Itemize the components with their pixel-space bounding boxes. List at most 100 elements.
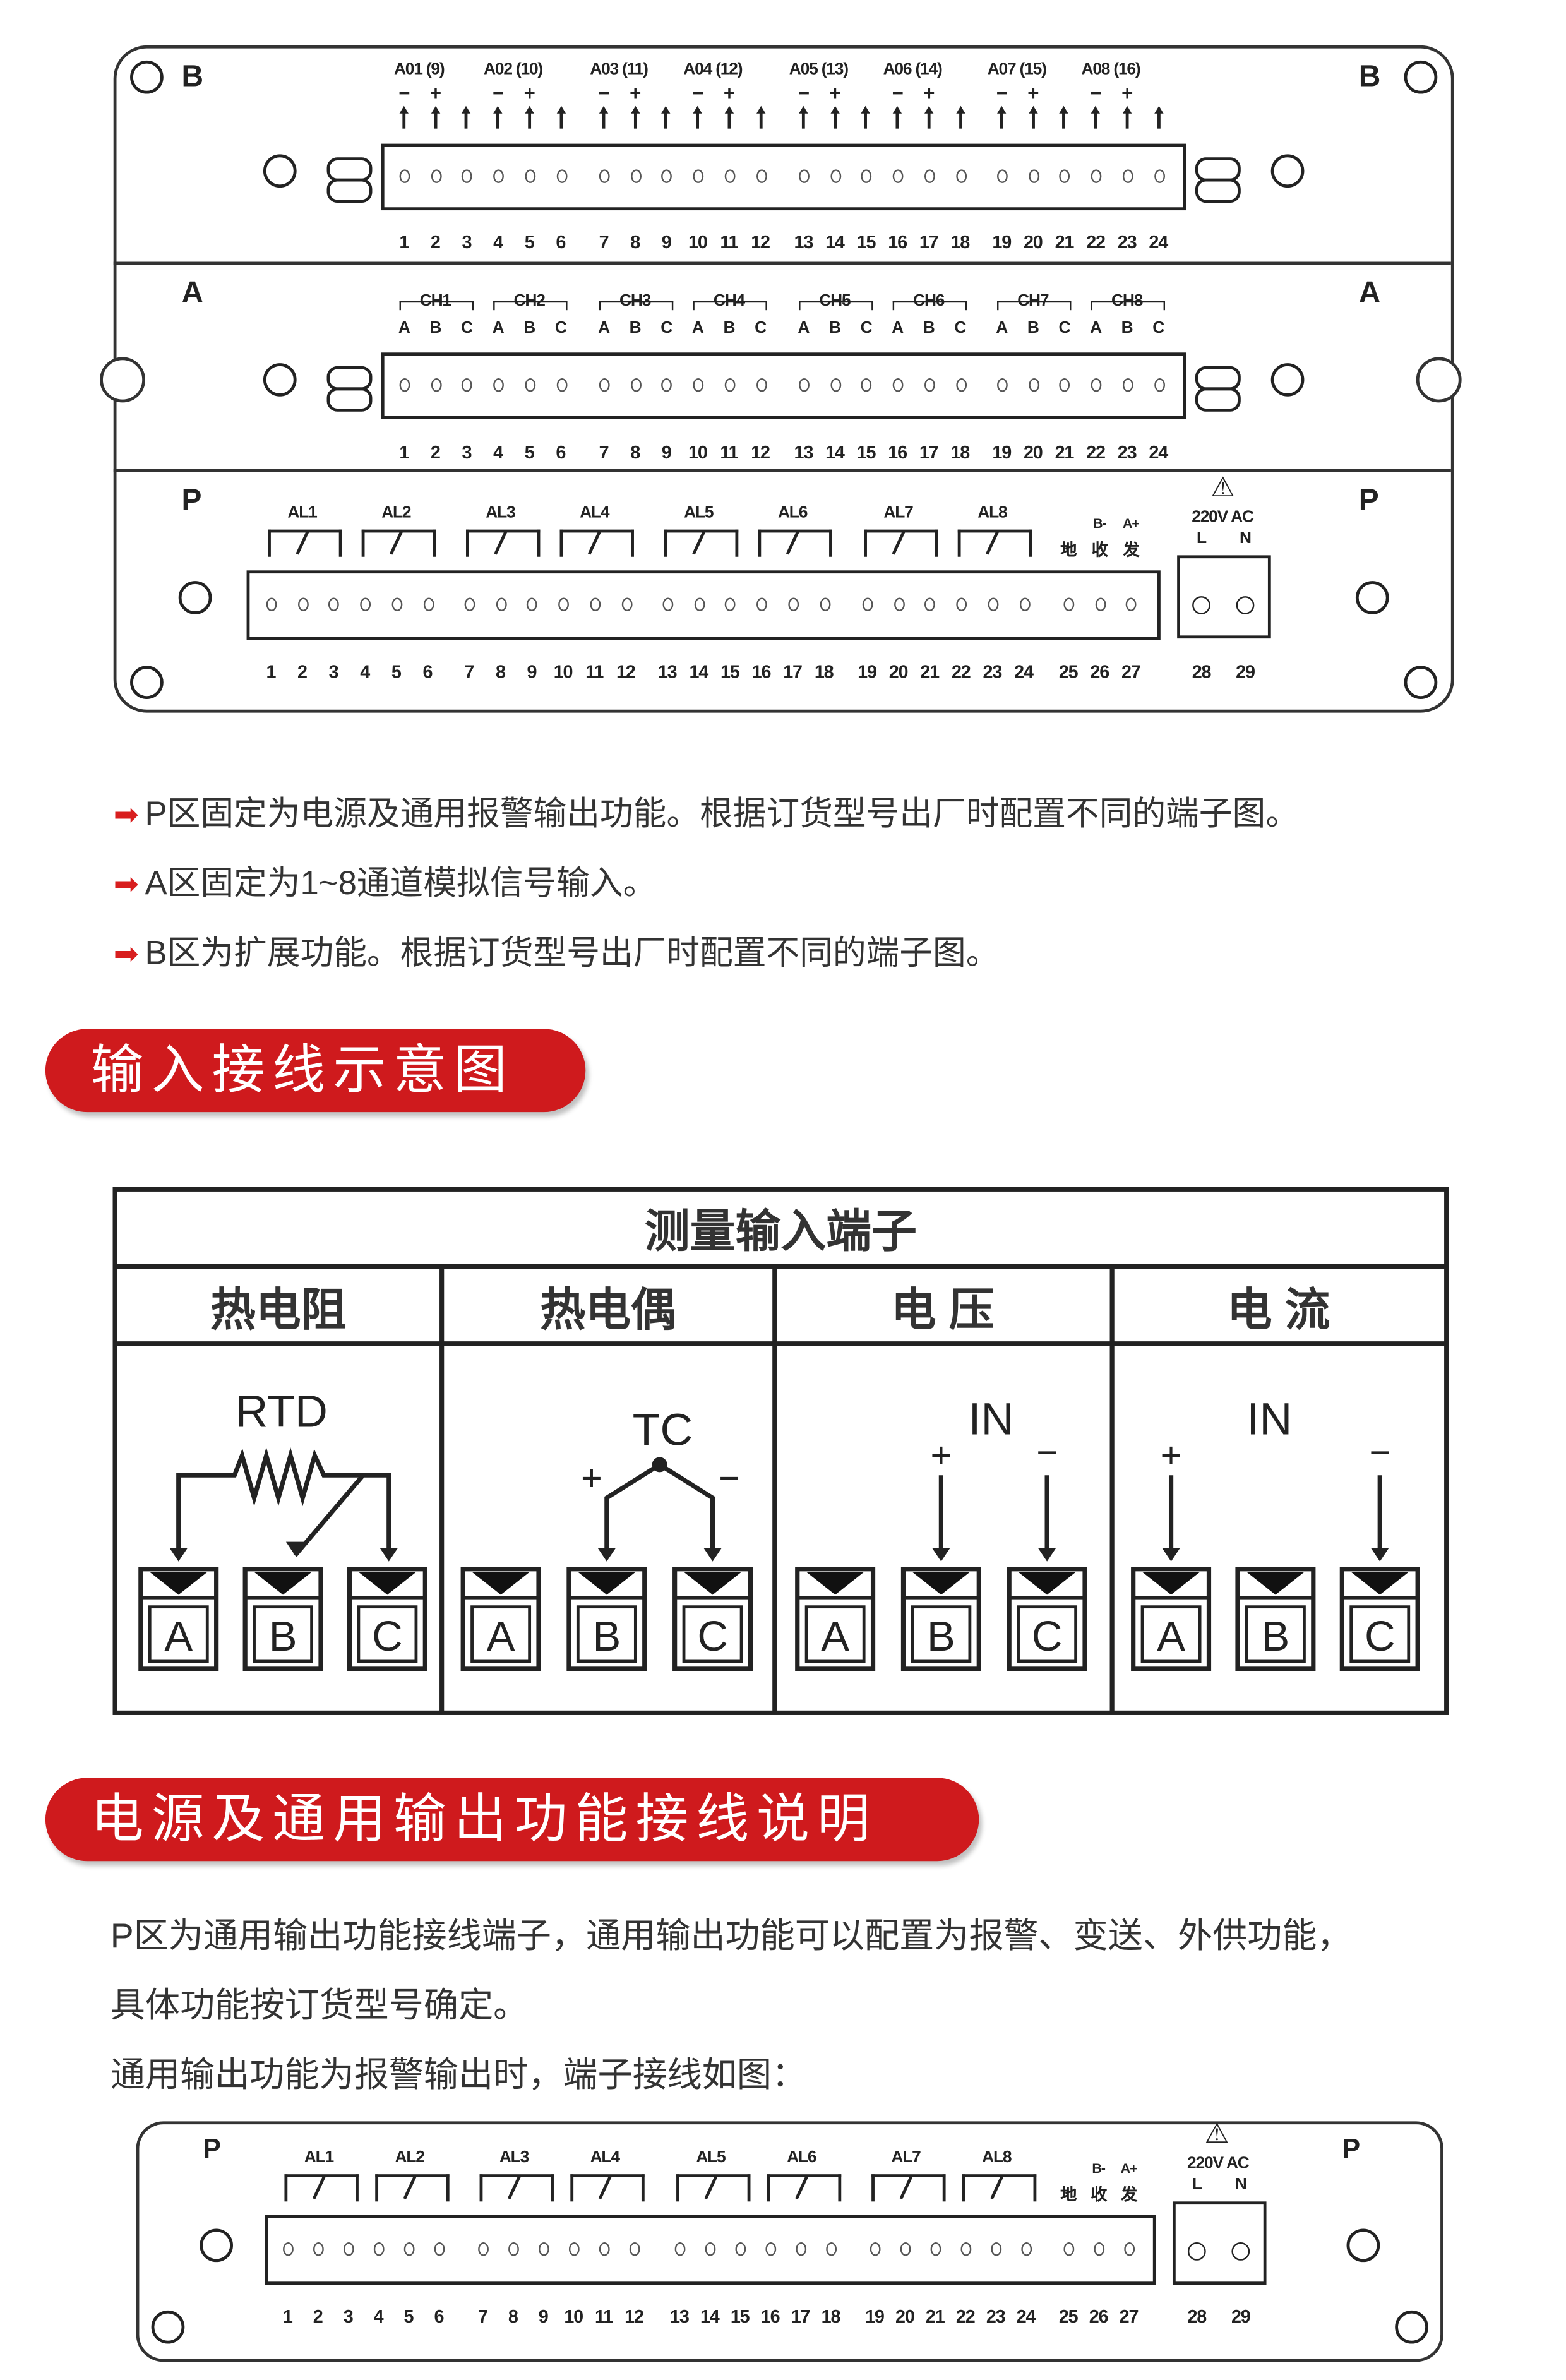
pin-arrow-icon xyxy=(727,109,731,129)
terminal-number: 1 xyxy=(282,2305,293,2328)
output-channel-label: A05 (13) xyxy=(789,60,849,79)
terminal-number: 7 xyxy=(599,231,609,253)
paragraph-line: 具体功能按订货型号确定。 xyxy=(110,1985,529,2024)
terminal-number: 20 xyxy=(1023,441,1043,463)
pin-arrow-icon xyxy=(1125,109,1129,129)
terminal-hole xyxy=(1028,378,1039,392)
pin-arrow-head xyxy=(724,105,734,114)
terminal-number: 10 xyxy=(688,231,708,253)
terminal-hole xyxy=(892,169,904,183)
terminal-triangle-icon xyxy=(806,1572,864,1595)
terminal-number: 11 xyxy=(720,441,738,463)
terminal-number: 13 xyxy=(670,2305,690,2328)
relay-contact-icon xyxy=(758,529,834,557)
terminal-hole xyxy=(1021,2242,1032,2256)
terminal-hole xyxy=(1126,597,1137,612)
section-title-input-wiring: 输入接线示意图 xyxy=(45,1029,586,1113)
terminal-hole xyxy=(924,597,936,612)
arrow-head-icon xyxy=(597,1548,616,1562)
terminal-hole xyxy=(862,597,873,612)
terminal-number: 24 xyxy=(1014,661,1034,683)
terminal-number: 8 xyxy=(508,2305,518,2328)
terminal-triangle-icon xyxy=(912,1572,970,1595)
abc-label: C xyxy=(860,319,873,338)
relay-contact-icon xyxy=(962,2174,1037,2202)
terminal-hole xyxy=(599,169,610,183)
input-channel-label: CH1 xyxy=(419,292,451,311)
relay-contact-icon xyxy=(570,2174,645,2202)
terminal-hole xyxy=(988,597,998,612)
relay-contact-icon xyxy=(676,2174,751,2202)
terminal-block xyxy=(1339,1567,1420,1671)
terminal-hole xyxy=(725,597,736,612)
pin-arrow-icon xyxy=(633,109,637,129)
alarm-label: AL4 xyxy=(580,503,609,522)
terminal-number: 5 xyxy=(403,2305,414,2328)
bullet-item: ➡B区为扩展功能。根据订货型号出厂时配置不同的端子图。 xyxy=(114,926,1000,974)
divider xyxy=(113,469,1451,472)
plus-sign: + xyxy=(931,1435,952,1476)
terminal-letter-box xyxy=(1140,1605,1202,1663)
terminal-letter-box xyxy=(470,1605,532,1663)
terminal-hole xyxy=(496,597,506,612)
input-channel-label: CH4 xyxy=(713,292,745,311)
alarm-label: AL3 xyxy=(499,2148,529,2167)
terminal-hole xyxy=(630,378,642,392)
mount-hole xyxy=(130,666,164,699)
relay-contact-icon xyxy=(767,2174,842,2202)
input-channel-label: CH6 xyxy=(913,292,945,311)
polarity-minus: − xyxy=(598,81,610,105)
terminal-number: 26 xyxy=(1090,661,1109,683)
table-header: 热电偶 xyxy=(540,1285,676,1336)
terminal-letter: B xyxy=(927,1613,955,1660)
polarity-minus: − xyxy=(692,81,703,105)
alarm-label: AL5 xyxy=(684,503,714,522)
terminal-hole xyxy=(724,378,736,392)
terminal-number: 18 xyxy=(821,2305,841,2328)
terminal-hole xyxy=(924,378,935,392)
terminal-number: 19 xyxy=(992,441,1012,463)
terminal-number: 4 xyxy=(373,2305,384,2328)
terminal-triangle-icon xyxy=(472,1572,530,1595)
pin-arrow-icon xyxy=(1062,109,1066,129)
table-header: 电 流 xyxy=(1227,1285,1330,1336)
power-l: L xyxy=(1197,529,1207,548)
output-channel-label: A02 (10) xyxy=(484,60,543,79)
side-notch xyxy=(100,357,146,403)
screw-hole xyxy=(200,2228,233,2263)
output-channel-label: A03 (11) xyxy=(590,60,649,79)
terminal-letter-box xyxy=(804,1605,866,1663)
minus-sign: − xyxy=(1036,1432,1058,1473)
terminal-number: 28 xyxy=(1192,661,1212,683)
terminal-number: 19 xyxy=(858,661,877,683)
pin-arrow-head xyxy=(861,105,871,114)
input-label: IN xyxy=(1246,1394,1292,1445)
pin-arrow-icon xyxy=(559,109,563,129)
terminal-triangle-icon xyxy=(1142,1572,1200,1595)
terminal-block xyxy=(1131,1567,1212,1671)
terminal-number: 22 xyxy=(1086,441,1106,463)
terminal-number: 10 xyxy=(564,2305,583,2328)
terminal-hole xyxy=(892,378,904,392)
relay-contact-icon xyxy=(864,529,939,557)
abc-label: A xyxy=(1090,319,1102,338)
pin-arrow-head xyxy=(493,105,503,114)
table-border xyxy=(112,1187,1449,1715)
terminal-hole xyxy=(930,2242,941,2256)
terminal-hole xyxy=(462,378,473,392)
terminal-number: 1 xyxy=(399,441,409,463)
terminal-hole xyxy=(629,2242,640,2256)
terminal-letter: A xyxy=(164,1613,193,1660)
terminal-hole xyxy=(1122,378,1133,392)
zone-label-b: B xyxy=(181,60,204,94)
abc-label: A xyxy=(691,319,704,338)
pin-arrow-head xyxy=(924,105,933,114)
terminal-number: 21 xyxy=(1055,231,1075,253)
terminal-hole xyxy=(693,169,704,183)
terminal-hole xyxy=(694,597,705,612)
abc-label: A xyxy=(398,319,410,338)
polarity-minus: − xyxy=(996,81,1008,105)
zone-label-b: B xyxy=(1358,60,1381,94)
pin-arrow-icon xyxy=(958,109,962,129)
pin-arrow-head xyxy=(1091,105,1101,114)
